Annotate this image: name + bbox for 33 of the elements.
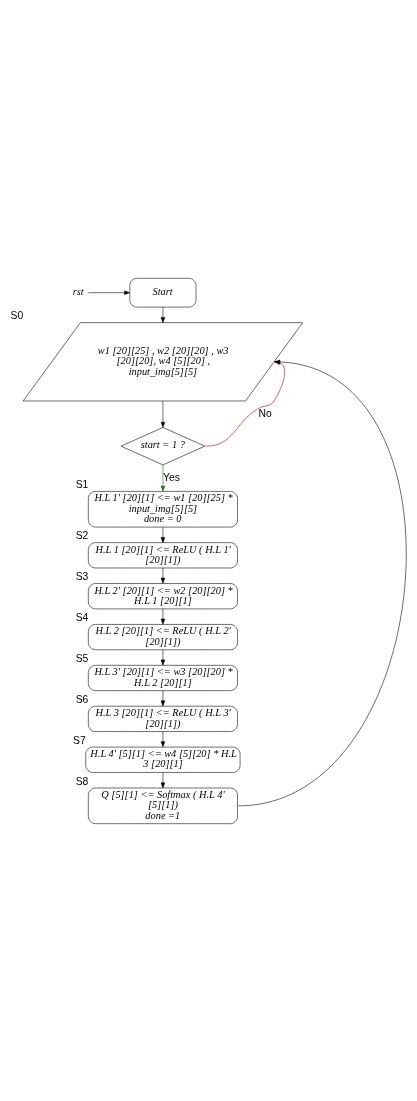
node-box: H.L 2' [20][1] <= w2 [20][20] * H.L 1 [20][1] [88,582,238,609]
arrow [160,730,166,747]
node-label: S7 [73,734,86,746]
node-box: H.L 1 [20][1] <= ReLU ( H.L 1' [20][1]) [88,541,238,568]
node-box: Start [129,277,197,307]
node-box: Q [5][1] <= Softmax ( H.L 4' [5][1]) done =1 [88,787,238,824]
arrow [160,608,166,624]
node-label: S8 [75,775,89,787]
node-label: S0 [10,309,24,321]
arrow [160,400,166,428]
node-label: S1 [75,478,89,490]
node-box: H.L 3 [20][1] <= ReLU ( H.L 3' [20][1]) [88,705,238,732]
node-box: H.L 1' [20][1] <= w1 [20][25] * input_img[5][5] done = 0 [88,490,238,527]
edge-label: No [258,407,272,419]
node-label: S3 [75,570,89,582]
node-box: H.L 3' [20][1] <= w3 [20][20] * H.L 2 [20][1] [88,664,238,691]
node-label: S2 [75,529,89,541]
arrow [160,567,166,584]
edge-label: Yes [163,471,181,483]
node-diamond: start = 1 ? [120,426,206,465]
node-label: S4 [75,611,89,623]
arrow [160,649,166,665]
arrow [160,526,166,543]
node-label: S5 [75,652,89,664]
arrow [160,689,166,706]
node-text: rst [72,285,84,297]
node-box: H.L 4' [5][1] <= w4 [5][20] * H.L 3 [20][1] [85,746,241,773]
arrow [160,464,166,491]
node-label: S6 [75,693,89,705]
node-box: H.L 2 [20][1] <= ReLU ( H.L 2' [20][1]) [88,623,238,650]
arrow [160,306,166,323]
arrow [160,771,166,788]
arrow [88,290,130,295]
